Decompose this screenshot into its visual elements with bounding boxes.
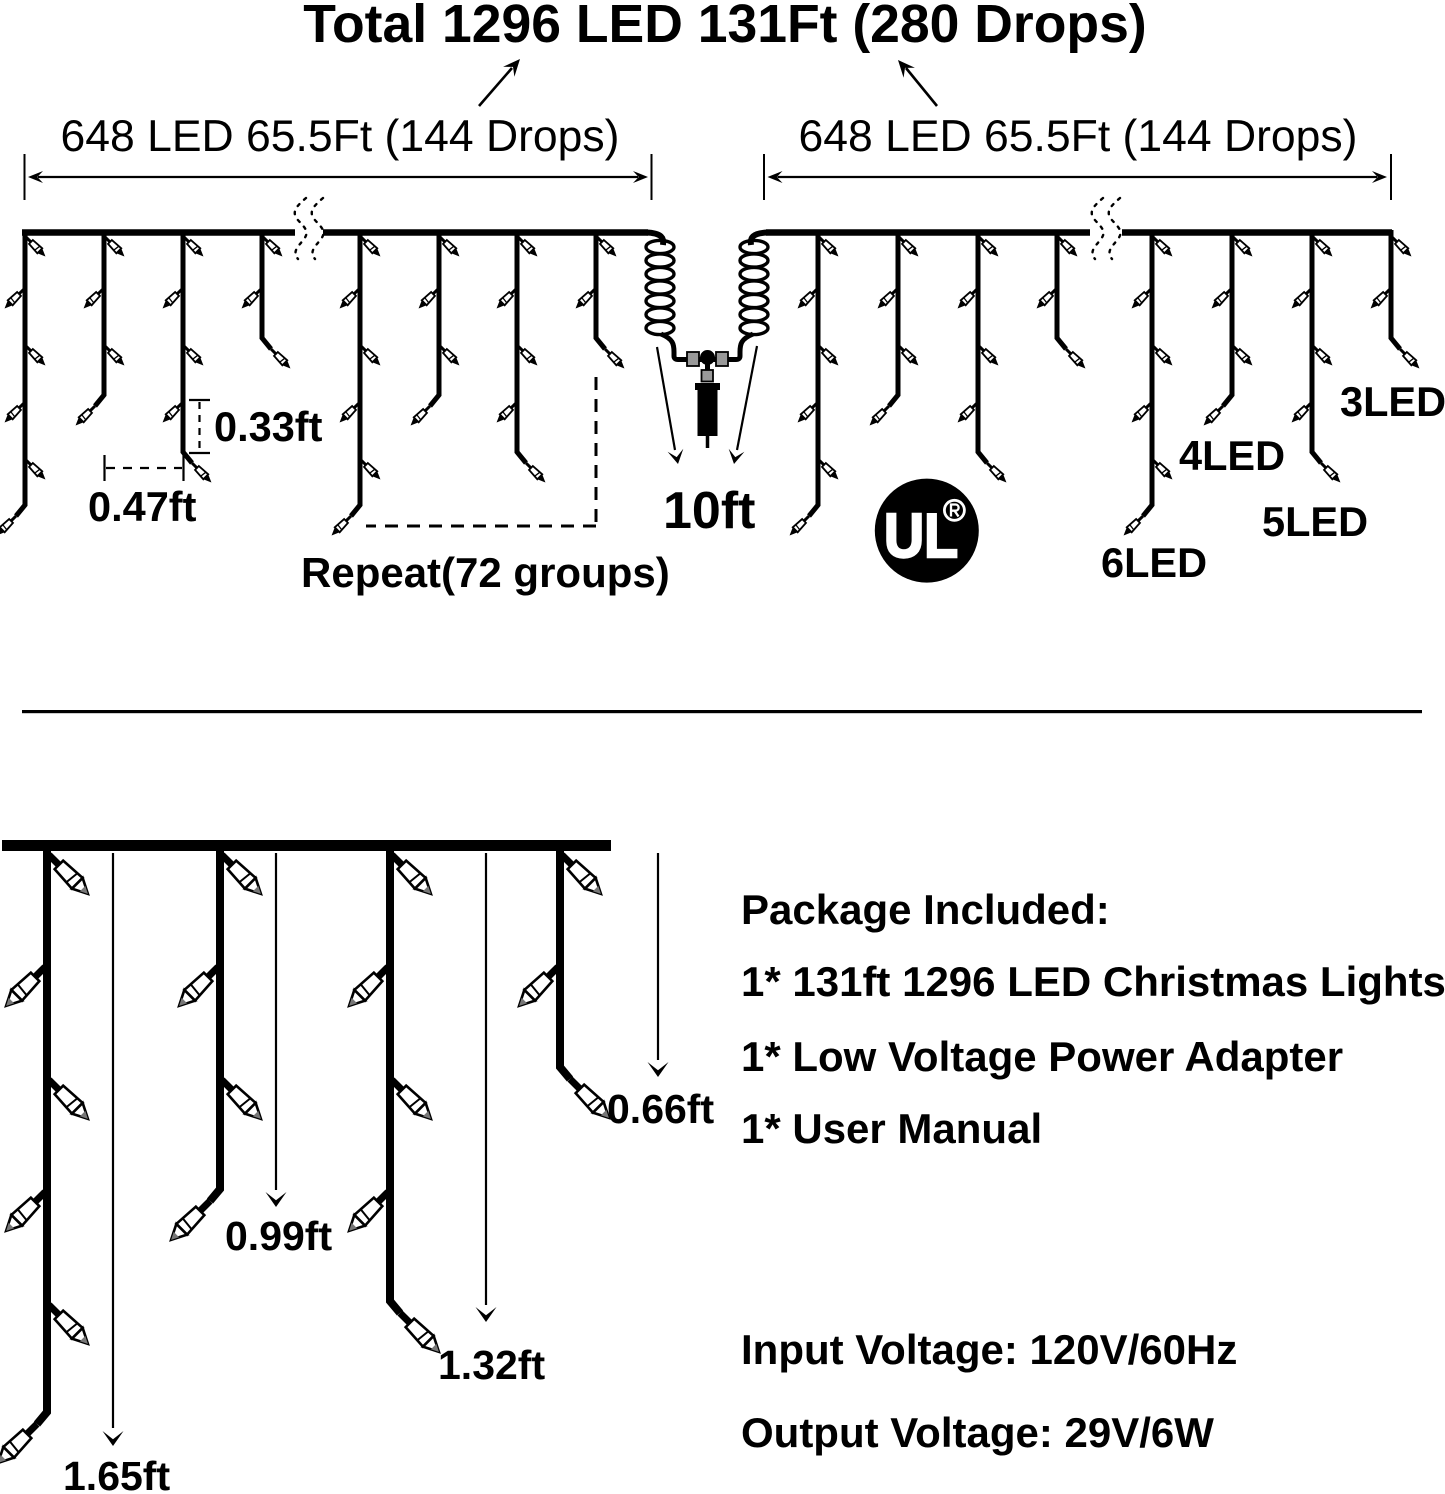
svg-text:1* Low Voltage Power Adapter: 1* Low Voltage Power Adapter <box>741 1033 1343 1080</box>
svg-text:5LED: 5LED <box>1262 498 1368 545</box>
svg-text:Output Voltage: 29V/6W: Output Voltage: 29V/6W <box>741 1409 1214 1456</box>
svg-text:Package Included:: Package Included: <box>741 886 1110 933</box>
svg-text:Input Voltage: 120V/60Hz: Input Voltage: 120V/60Hz <box>741 1326 1237 1373</box>
svg-text:648 LED 65.5Ft (144 Drops): 648 LED 65.5Ft (144 Drops) <box>798 112 1357 161</box>
svg-text:1* User Manual: 1* User Manual <box>741 1105 1042 1152</box>
svg-text:0.33ft: 0.33ft <box>214 403 323 450</box>
svg-text:3LED: 3LED <box>1340 378 1445 425</box>
svg-text:1.65ft: 1.65ft <box>63 1453 170 1494</box>
svg-text:6LED: 6LED <box>1101 539 1207 586</box>
svg-text:UL: UL <box>884 502 958 571</box>
svg-text:Total 1296 LED 131Ft (280 Drop: Total 1296 LED 131Ft (280 Drops) <box>303 0 1146 54</box>
svg-text:1.32ft: 1.32ft <box>438 1342 545 1388</box>
svg-text:0.66ft: 0.66ft <box>607 1086 714 1132</box>
svg-text:4LED: 4LED <box>1179 432 1285 479</box>
svg-text:0.99ft: 0.99ft <box>225 1213 332 1259</box>
svg-text:0.47ft: 0.47ft <box>88 483 197 530</box>
svg-text:10ft: 10ft <box>663 482 755 540</box>
svg-text:Repeat(72 groups): Repeat(72 groups) <box>301 549 670 596</box>
svg-text:648 LED 65.5Ft (144 Drops): 648 LED 65.5Ft (144 Drops) <box>60 112 619 161</box>
svg-text:1* 131ft 1296 LED Christmas Li: 1* 131ft 1296 LED Christmas Lights <box>741 958 1445 1005</box>
